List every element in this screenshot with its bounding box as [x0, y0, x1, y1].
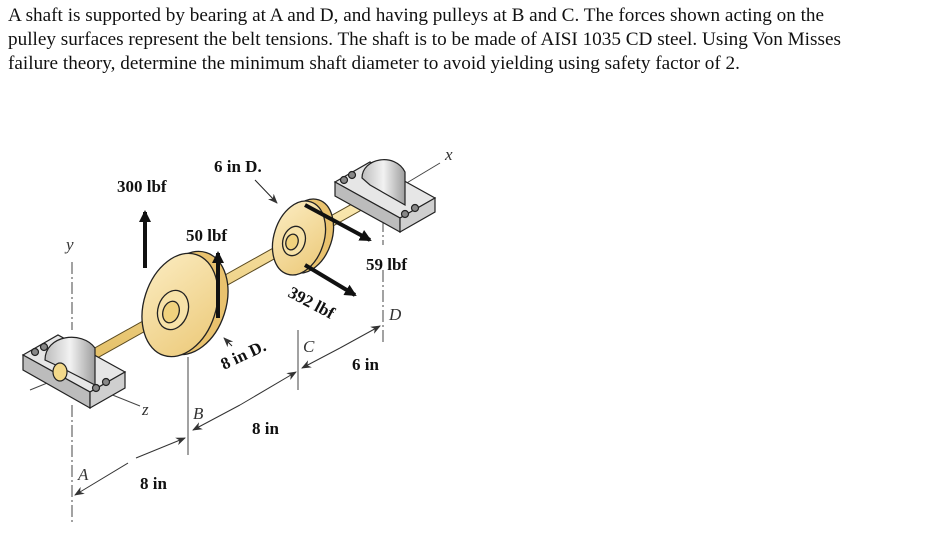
dim-bc-label: 8 in	[252, 419, 279, 438]
force-392-arrow	[303, 263, 357, 297]
pulley-c-diameter-label: 6 in D.	[214, 157, 262, 176]
point-c-label: C	[303, 337, 315, 356]
problem-statement: A shaft is supported by bearing at A and…	[8, 4, 933, 76]
problem-line-2: pulley surfaces represent the belt tensi…	[8, 29, 841, 50]
force-392-label: 392 lbf	[285, 283, 338, 323]
point-a-label: A	[77, 465, 89, 484]
force-59-arrow	[304, 203, 372, 242]
pulley-c	[271, 198, 335, 276]
dimension-lines	[74, 325, 381, 496]
dim-cd-label: 6 in	[352, 355, 379, 374]
pulley-b-diameter-label: 8 in D.	[218, 336, 269, 373]
axis-y-label: y	[64, 235, 74, 254]
pulley-c-leader	[254, 179, 278, 204]
point-d-label: D	[388, 305, 402, 324]
point-b-label: B	[193, 404, 204, 423]
axis-x-label: x	[444, 145, 453, 164]
problem-line-1: A shaft is supported by bearing at A and…	[8, 5, 825, 26]
force-arrows	[139, 203, 372, 318]
bearing-a	[21, 334, 127, 410]
force-50-label: 50 lbf	[186, 226, 227, 245]
pulley-b-leader	[223, 337, 234, 348]
problem-line-3: failure theory, determine the minimum sh…	[8, 53, 740, 74]
axis-z-label: z	[141, 400, 149, 419]
pulley-b	[141, 250, 229, 358]
bearing-d	[333, 159, 437, 234]
dim-ab-label: 8 in	[140, 474, 167, 493]
force-300-label: 300 lbf	[117, 177, 167, 196]
force-59-label: 59 lbf	[366, 255, 407, 274]
